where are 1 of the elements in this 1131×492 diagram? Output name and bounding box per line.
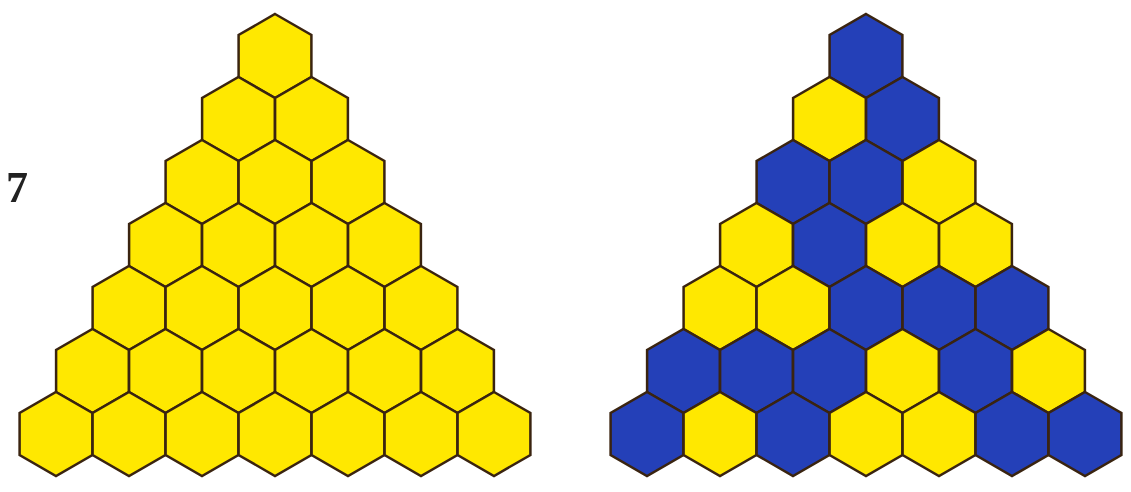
figure-number: 7: [6, 162, 28, 213]
